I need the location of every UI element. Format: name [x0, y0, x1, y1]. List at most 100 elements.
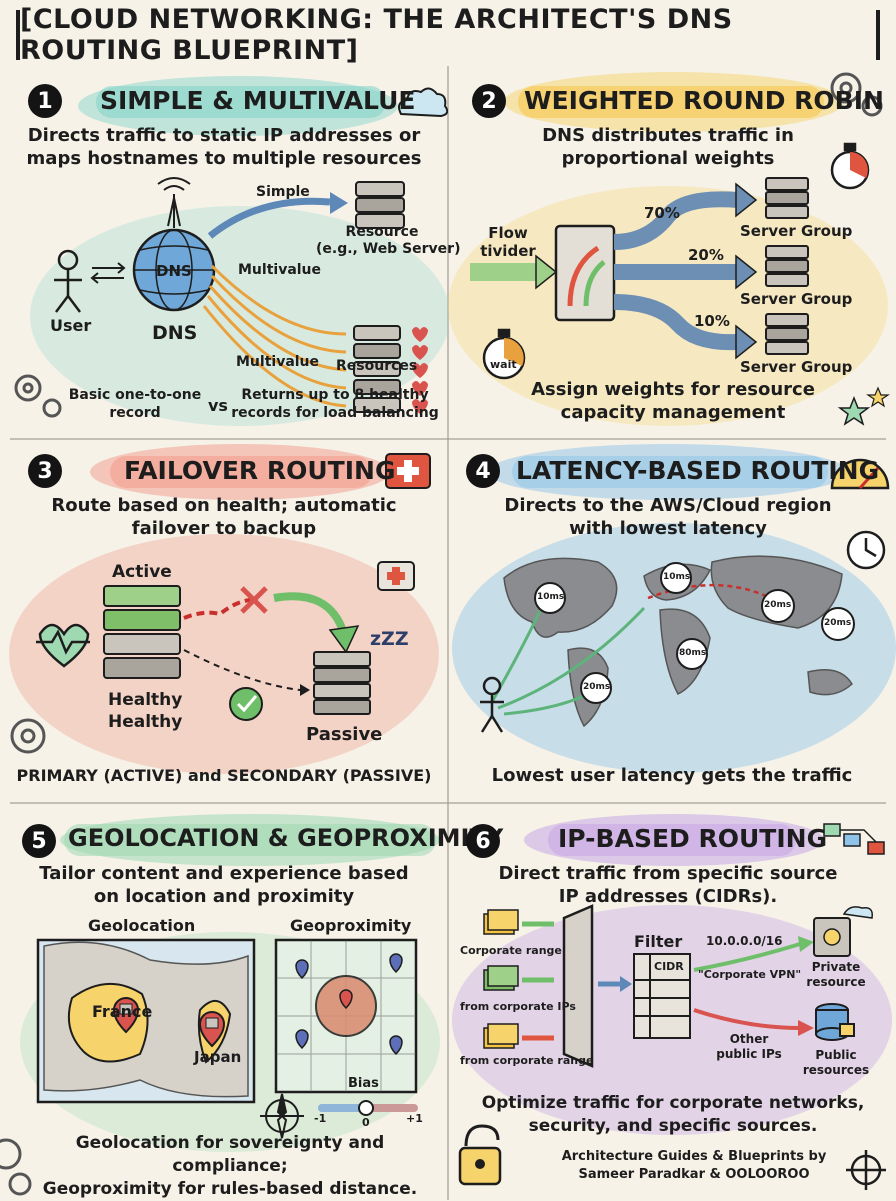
private-label-2: resource: [806, 975, 866, 989]
multivalue-label-bottom: Multivalue: [236, 354, 320, 370]
bias-min: -1: [314, 1112, 327, 1125]
gear-icon: [10, 718, 46, 754]
vertical-divider: [447, 66, 449, 1200]
geoproximity-label: Geoproximity: [290, 916, 412, 935]
subtitle-line-1: DNS distributes traffic in: [542, 125, 794, 146]
cidr-label: CIDR: [654, 960, 684, 973]
star-icon: [837, 395, 871, 426]
cidr-value: 10.0.0.0/16: [706, 934, 783, 948]
caption-right-2: records for load balancing: [231, 405, 439, 421]
location-pins-icon: [295, 953, 403, 1056]
first-aid-kit-icon: [385, 453, 431, 489]
failover-arrow-head: [328, 625, 360, 654]
gear-icon: [0, 1138, 32, 1196]
gears-icon: [830, 72, 883, 117]
public-database-icon: [815, 1003, 855, 1041]
passive-server-icon: [313, 651, 371, 715]
step-number: 6: [466, 824, 500, 858]
user-icon: [480, 676, 504, 733]
public-label-2: resources: [802, 1063, 870, 1077]
clock-icon: [846, 530, 886, 570]
antenna-icon: [157, 177, 191, 228]
panel-title: GEOLOCATION & GEOPROXIMITY: [68, 824, 504, 852]
other-label-1: Other: [729, 1032, 769, 1046]
subtitle-line-1: Directs traffic to static IP addresses o…: [27, 125, 421, 146]
japan-label: Japan: [194, 1048, 242, 1066]
multivalue-label-top: Multivalue: [238, 262, 322, 278]
panel-simple-multivalue: 1 SIMPLE & MULTIVALUE Directs traffic to…: [0, 66, 460, 438]
subtitle-line-2: maps hostnames to multiple resources: [26, 148, 422, 169]
step-number: 1: [28, 84, 62, 118]
simple-arrow-head: [330, 192, 348, 214]
cloud-wifi-icon: [398, 87, 448, 118]
private-resource-icon: [813, 906, 874, 957]
dns-globe-icon: [132, 228, 216, 312]
timer-label: 20ms: [824, 618, 852, 628]
panel-latency-routing: 4 LATENCY-BASED ROUTING Directs to the A…: [448, 438, 896, 810]
source-label-2: from corporate IPs: [460, 1000, 576, 1013]
heartbeat-icon: [36, 623, 90, 668]
step-number: 4: [466, 454, 500, 488]
weight-20: 20%: [688, 246, 724, 264]
timer-label: 10ms: [663, 572, 691, 582]
latency-timers: [534, 562, 855, 704]
healthy-label-1: Healthy: [108, 690, 183, 710]
row-divider-2: [10, 802, 886, 804]
panel-title: LATENCY-BASED ROUTING: [516, 456, 880, 485]
panel-title: IP-BASED ROUTING: [558, 824, 828, 853]
active-server-icon: [103, 585, 181, 679]
folder-icons: [483, 909, 519, 1049]
caption-left-2: record: [109, 405, 161, 421]
server-group-label-1: Server Group: [740, 222, 853, 240]
stopwatch-icon: [830, 142, 870, 190]
dns-globe-label: DNS: [156, 262, 192, 280]
resource-label: Resource: [345, 224, 419, 240]
subtitle-line-2: failover to backup: [131, 518, 317, 539]
caption: PRIMARY (ACTIVE) and SECONDARY (PASSIVE): [16, 766, 432, 785]
fail-x-icon: [240, 586, 268, 614]
star-small-icon: [866, 386, 890, 408]
row-divider-1: [10, 438, 886, 440]
credit-line-2: Sameer Paradkar & OOLOOROO: [578, 1167, 810, 1182]
flow-divider-box: [554, 224, 616, 322]
weight-arrow-heads: [735, 182, 758, 360]
healthy-hearts-icon: [412, 327, 428, 414]
timer-label: 10ms: [537, 592, 565, 602]
flow-label-2: tivider: [480, 242, 536, 260]
flow-arrow-icon: [535, 254, 558, 290]
compass-icon: [260, 1093, 304, 1139]
crosshair-icon: [846, 1150, 886, 1190]
timer-label: 80ms: [679, 648, 707, 658]
bias-mid: 0: [362, 1116, 370, 1129]
caption-2: security, and specific sources.: [528, 1116, 818, 1136]
resource-server-icon: [355, 181, 405, 229]
caption-left-1: Basic one-to-one: [68, 387, 202, 403]
caption-right-1: Returns up to 8 healthy: [241, 387, 429, 403]
panel-title: WEIGHTED ROUND ROBIN: [524, 86, 884, 115]
subtitle-line-1: Direct traffic from specific source: [498, 863, 838, 884]
backup-path: [183, 649, 301, 691]
check-icon: [229, 687, 263, 721]
failed-path: [183, 597, 259, 620]
map-pin-icon: [112, 997, 226, 1048]
subtitle-line-2: IP addresses (CIDRs).: [558, 886, 778, 907]
panel-failover-routing: 3 FAILOVER ROUTING Route based on health…: [0, 438, 448, 810]
panel-title: FAILOVER ROUTING: [124, 456, 396, 485]
panel-weighted-round-robin: 2 WEIGHTED ROUND ROBIN DNS distributes t…: [448, 66, 896, 438]
subtitle-line-1: Directs to the AWS/Cloud region: [504, 495, 832, 516]
source-arrows: [522, 921, 554, 1041]
caption: Lowest user latency gets the traffic: [491, 765, 853, 786]
source-label-3: from corporate range: [460, 1054, 594, 1067]
credit-line-1: Architecture Guides & Blueprints by: [561, 1149, 827, 1164]
caption-2: Geoproximity for rules-based distance.: [42, 1179, 418, 1199]
vpn-label: "Corporate VPN": [698, 968, 802, 981]
gauge-icon: [830, 458, 890, 490]
filter-label: Filter: [634, 932, 683, 951]
subtitle-line-2: on location and proximity: [93, 886, 355, 907]
server-group-label-3: Server Group: [740, 358, 853, 376]
multivalue-arrows: [202, 264, 347, 408]
wait-stopwatch-icon: [482, 328, 526, 380]
subtitle-line-1: Tailor content and experience based: [39, 863, 409, 884]
subtitle-line-1: Route based on health; automatic: [51, 495, 397, 516]
weight-10: 10%: [694, 312, 730, 330]
